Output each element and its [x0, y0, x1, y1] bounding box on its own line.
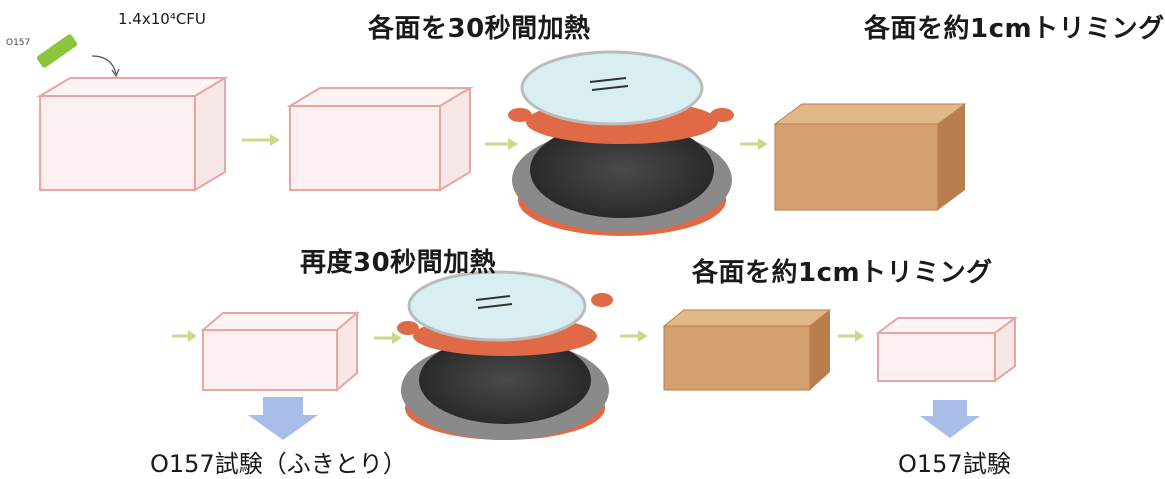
- o157-small-label: O157: [6, 38, 31, 48]
- down-arrow-icon: [920, 400, 980, 438]
- curved-arrow-icon: [91, 55, 117, 75]
- raw-block-2: [286, 86, 474, 192]
- arrow-icon: [740, 138, 768, 150]
- step-heat-label: 各面を30秒間加熱: [368, 14, 591, 44]
- arrow-icon: [838, 330, 864, 342]
- raw-block-1: [36, 76, 229, 192]
- raw-block-3: [200, 310, 360, 393]
- pan-icon: [397, 270, 613, 440]
- arrow-icon: [374, 332, 402, 344]
- test-final-label: O157試験: [898, 450, 1011, 478]
- test-swab-label: O157試験（ふきとり）: [150, 450, 407, 478]
- step-trim-bottom-label: 各面を約1cmトリミング: [692, 258, 993, 288]
- cooked-block-2: [662, 309, 832, 391]
- step-trim-top-label: 各面を約1cmトリミング: [864, 14, 1165, 44]
- sample-stick-icon: [36, 34, 78, 68]
- arrow-icon: [485, 138, 518, 150]
- step-reheat-label: 再度30秒間加熱: [300, 248, 497, 278]
- pan-icon: [508, 50, 734, 236]
- down-arrow-icon: [248, 397, 318, 440]
- arrow-icon: [620, 330, 648, 342]
- cooked-block-1: [773, 103, 967, 211]
- arrow-icon: [172, 330, 197, 342]
- arrow-icon: [242, 134, 280, 146]
- cfu-label: 1.4x10⁴CFU: [118, 10, 206, 28]
- raw-block-4: [875, 316, 1018, 383]
